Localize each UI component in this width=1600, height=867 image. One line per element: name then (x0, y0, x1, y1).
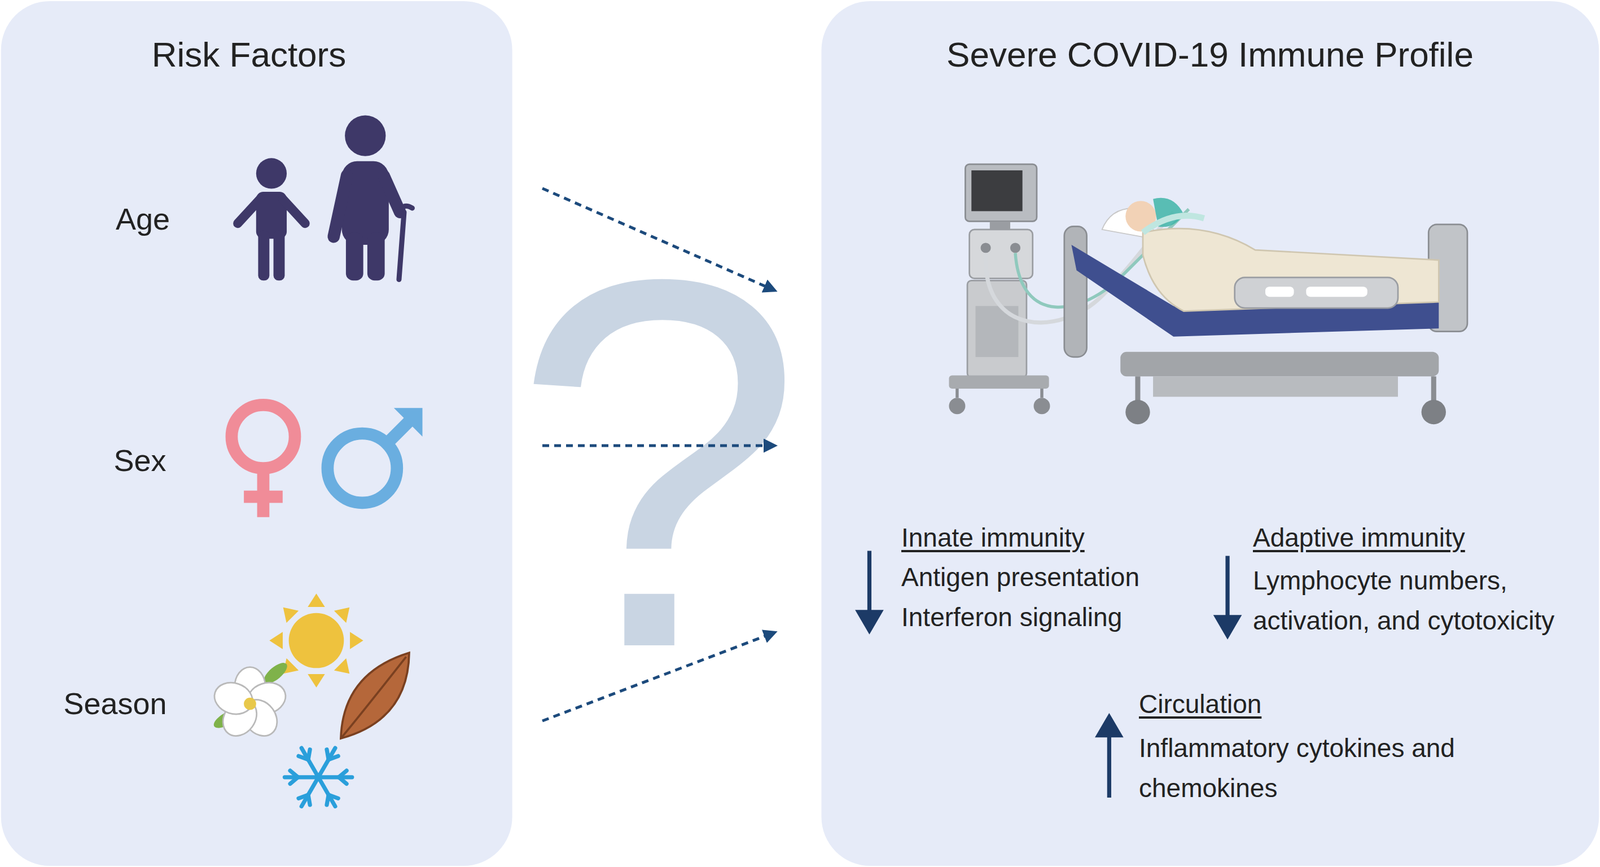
body-text: Lymphocyte numbers, activation, and cyto… (1252, 560, 1592, 642)
snowflake-icon (284, 748, 352, 807)
body-text: Interferon signaling (901, 601, 1218, 634)
section-heading: Adaptive immunity (1252, 521, 1569, 555)
ventilator-illustration (948, 164, 1189, 415)
dashed-arrow (542, 444, 775, 448)
female-symbol (231, 405, 295, 518)
dashed-arrow (542, 632, 775, 722)
male-symbol (327, 408, 423, 503)
question-mark: ? (432, 201, 884, 727)
elder-icon (333, 115, 412, 281)
section-heading: Circulation (1138, 687, 1422, 721)
panel-title: Risk Factors (1, 32, 497, 77)
factor-label: Age (58, 201, 228, 237)
section-heading: Innate immunity (901, 521, 1195, 555)
panel-ground (821, 1, 1599, 867)
panel-ground (1, 1, 513, 867)
leaf-icon (340, 652, 410, 739)
factor-label: Sex (55, 443, 225, 479)
panel: Severe COVID-19 Immune ProfileInnate imm… (821, 1, 1599, 867)
panel-title: Severe COVID-19 Immune Profile (821, 32, 1599, 77)
body-text: Inflammatory cytokines and chemokines (1138, 728, 1455, 809)
dashed-arrow (542, 188, 775, 291)
hospital-bed-illustration (1064, 198, 1468, 425)
flower-icon (210, 659, 291, 743)
child-icon (237, 158, 305, 281)
panel: Risk Factors (1, 1, 512, 867)
body-text: Antigen presentation (901, 560, 1218, 594)
factor-label: Season (19, 686, 212, 722)
